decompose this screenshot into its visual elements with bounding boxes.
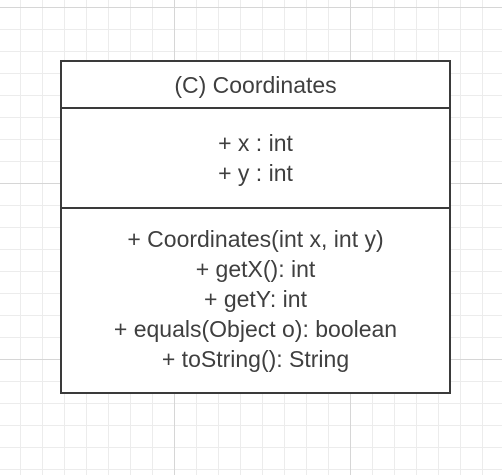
attribute-x: + x : int [218, 130, 293, 156]
method-equals: + equals(Object o): boolean [113, 315, 398, 342]
method-getx: + getX(): int [195, 255, 316, 282]
class-title: (C) Coordinates [174, 71, 337, 98]
methods-compartment: + Coordinates(int x, int y) + getX(): in… [62, 209, 449, 392]
attributes-compartment: + x : int + y : int [62, 109, 449, 209]
method-tostring: + toString(): String [161, 345, 350, 372]
method-constructor: + Coordinates(int x, int y) [127, 225, 384, 252]
method-gety: + getY: int [204, 285, 307, 312]
class-name-compartment: (C) Coordinates [62, 62, 449, 109]
uml-class-box[interactable]: (C) Coordinates + x : int + y : int + Co… [60, 60, 451, 394]
attribute-y: + y : int [218, 160, 293, 186]
